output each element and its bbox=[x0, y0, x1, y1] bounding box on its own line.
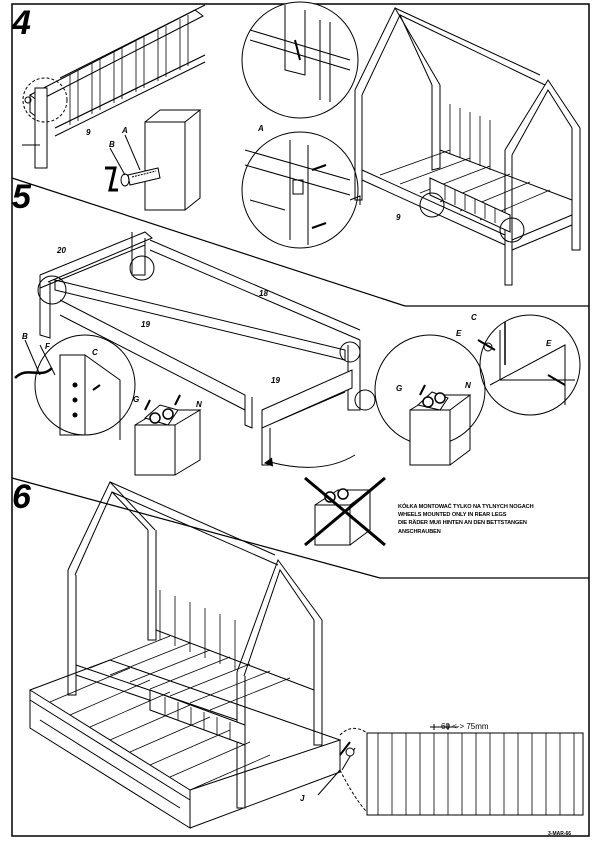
step5-crossed-wheel-warning bbox=[304, 476, 386, 547]
part-label-19: 19 bbox=[271, 376, 280, 385]
part-label-20: 20 bbox=[57, 246, 66, 255]
part-label-f: F bbox=[45, 342, 50, 351]
part-label-c: C bbox=[471, 313, 477, 322]
slat-spacing-dimension: 60 <-> 75mm bbox=[441, 722, 489, 731]
part-label-n: N bbox=[465, 381, 471, 390]
step-number-6: 6 bbox=[12, 478, 31, 516]
part-label-18: 18 bbox=[259, 289, 268, 298]
part-label-n: N bbox=[196, 400, 202, 409]
part-label-9: 9 bbox=[86, 128, 91, 137]
step4-rail-assembly bbox=[22, 4, 206, 169]
step-number-5: 5 bbox=[12, 178, 31, 216]
note-line-pl: KÓŁKA MONTOWAĆ TYLKO NA TYLNYCH NOGACH bbox=[398, 504, 534, 510]
page-code: 3-MAR-66 bbox=[548, 831, 572, 837]
part-label-9: 9 bbox=[396, 213, 401, 222]
step5-left-detail bbox=[14, 334, 136, 440]
separator-step5-step6 bbox=[11, 477, 589, 579]
step5-right-detail bbox=[374, 314, 581, 446]
part-label-j: J bbox=[300, 794, 305, 803]
step5-frame-assembly bbox=[37, 231, 376, 468]
step4-house-bed bbox=[349, 6, 581, 286]
part-label-a: A bbox=[122, 126, 128, 135]
part-label-c: C bbox=[92, 348, 98, 357]
wheel-mounting-note: KÓŁKA MONTOWAĆ TYLKO NA TYLNYCH NOGACH W… bbox=[398, 503, 583, 536]
step6-house-bed bbox=[29, 481, 356, 829]
part-label-b: B bbox=[109, 140, 115, 149]
step4-corner-detail bbox=[241, 1, 359, 249]
step4-bolt-detail bbox=[105, 109, 202, 211]
step5-left-wheel bbox=[134, 394, 202, 476]
step6-slat-spacing-detail bbox=[339, 724, 584, 816]
part-label-b: B bbox=[22, 332, 28, 341]
note-line-de1: DIE RÄDER MUß HINTEN AN DEN BETTSTANGEN bbox=[398, 520, 527, 527]
note-line-de2: ANSCHRAUBEN bbox=[398, 528, 441, 535]
step5-right-wheel bbox=[409, 384, 472, 466]
note-line-en: WHEELS MOUNTED ONLY IN REAR LEGS bbox=[398, 512, 507, 519]
part-label-e: E bbox=[456, 329, 462, 338]
separator-step4-step5 bbox=[11, 177, 589, 307]
part-label-19: 19 bbox=[141, 320, 150, 329]
part-label-a: A bbox=[258, 124, 264, 133]
part-label-g: G bbox=[133, 395, 140, 404]
part-label-g: G bbox=[396, 384, 403, 393]
part-label-e: E bbox=[546, 339, 552, 348]
step-number-4: 4 bbox=[12, 4, 31, 42]
